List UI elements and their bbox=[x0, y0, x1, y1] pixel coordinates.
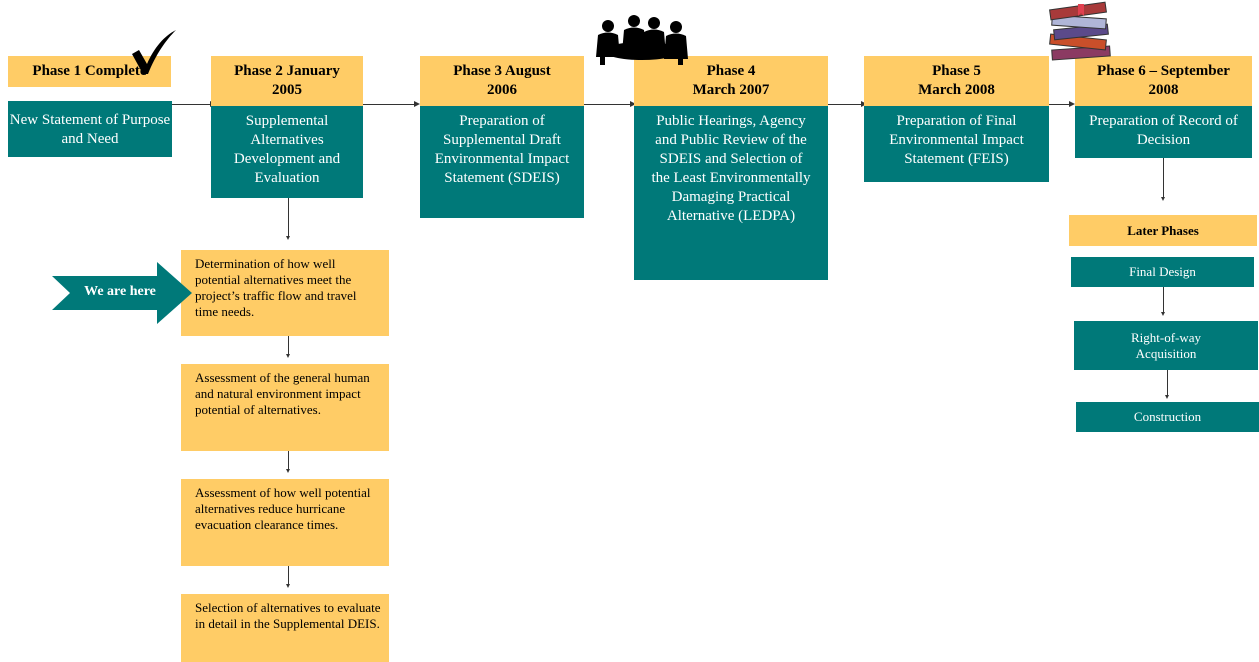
phase-6-title: Phase 6 – September 2008 bbox=[1097, 63, 1230, 98]
phase-5-title: Phase 5 March 2008 bbox=[918, 63, 995, 98]
connector-arrow bbox=[286, 584, 290, 588]
we-are-here-arrow bbox=[52, 262, 192, 324]
later-phase-text: Final Design bbox=[1129, 264, 1196, 279]
later-phases-title: Later Phases bbox=[1127, 223, 1199, 238]
phase-1-title: Phase 1 Complete bbox=[32, 63, 147, 79]
connector-arrow bbox=[630, 101, 636, 107]
connector-arrow bbox=[286, 354, 290, 358]
connector bbox=[288, 566, 289, 586]
connector-arrow bbox=[286, 236, 290, 240]
phase-4-title: Phase 4 March 2007 bbox=[692, 63, 770, 98]
phase-5-header: Phase 5 March 2008 bbox=[864, 56, 1049, 106]
connector-arrow bbox=[1069, 101, 1075, 107]
connector bbox=[288, 198, 289, 238]
phase-2-step-2: Assessment of the general human and natu… bbox=[181, 364, 389, 451]
later-phase-right-of-way: Right-of-way Acquisition bbox=[1074, 321, 1258, 370]
connector-arrow bbox=[1161, 312, 1165, 316]
phase-3-text: Preparation of Supplemental Draft Enviro… bbox=[434, 113, 570, 186]
phase-6-text: Preparation of Record of Decision bbox=[1089, 113, 1238, 148]
connector-arrow bbox=[286, 469, 290, 473]
phase-5-body: Preparation of Final Environmental Impac… bbox=[864, 106, 1049, 182]
phase-4-header: Phase 4 March 2007 bbox=[634, 56, 828, 106]
phase-1-text: New Statement of Purpose and Need bbox=[9, 112, 171, 147]
connector bbox=[584, 104, 633, 105]
phase-2-step-text: Assessment of how well potential alterna… bbox=[195, 485, 371, 532]
phase-2-title: Phase 2 January 2005 bbox=[234, 63, 340, 98]
phase-3-title: Phase 3 August 2006 bbox=[453, 63, 551, 98]
phase-1-body: New Statement of Purpose and Need bbox=[8, 101, 172, 157]
phase-2-body: Supplemental Alternatives Development an… bbox=[211, 106, 363, 198]
connector bbox=[288, 451, 289, 471]
phase-3-header: Phase 3 August 2006 bbox=[420, 56, 584, 106]
later-phase-text: Right-of-way Acquisition bbox=[1130, 329, 1202, 361]
phase-4-body: Public Hearings, Agency and Public Revie… bbox=[634, 106, 828, 280]
phase-2-step-1: Determination of how well potential alte… bbox=[181, 250, 389, 336]
phase-6-body: Preparation of Record of Decision bbox=[1075, 106, 1252, 158]
checkmark-icon bbox=[132, 30, 176, 74]
later-phase-construction: Construction bbox=[1076, 402, 1259, 432]
connector-arrow bbox=[1161, 197, 1165, 201]
connector-arrow bbox=[1165, 395, 1169, 399]
connector bbox=[1167, 370, 1168, 396]
phase-2-step-4: Selection of alternatives to evaluate in… bbox=[181, 594, 389, 662]
phase-2-step-text: Determination of how well potential alte… bbox=[195, 256, 357, 319]
connector bbox=[172, 104, 212, 105]
connector bbox=[1163, 287, 1164, 313]
phase-2-text: Supplemental Alternatives Development an… bbox=[233, 113, 341, 186]
we-are-here-text: We are here bbox=[84, 284, 156, 299]
phase-2-step-3: Assessment of how well potential alterna… bbox=[181, 479, 389, 566]
phase-5-text: Preparation of Final Environmental Impac… bbox=[889, 113, 1024, 167]
meeting-people-icon bbox=[596, 15, 688, 65]
phase-6-header: Phase 6 – September 2008 bbox=[1075, 56, 1252, 106]
connector bbox=[1049, 104, 1072, 105]
later-phase-text: Construction bbox=[1133, 409, 1202, 424]
connector-arrow bbox=[414, 101, 420, 107]
we-are-here-label: We are here bbox=[66, 282, 174, 302]
phase-3-body: Preparation of Supplemental Draft Enviro… bbox=[420, 106, 584, 218]
phase-2-step-text: Assessment of the general human and natu… bbox=[195, 370, 370, 417]
phase-2-header: Phase 2 January 2005 bbox=[211, 56, 363, 106]
phase-4-text: Public Hearings, Agency and Public Revie… bbox=[651, 113, 811, 224]
later-phases-header: Later Phases bbox=[1069, 215, 1257, 246]
connector bbox=[288, 336, 289, 356]
connector bbox=[363, 104, 418, 105]
phase-2-step-text: Selection of alternatives to evaluate in… bbox=[195, 600, 381, 631]
connector bbox=[1163, 158, 1164, 198]
connector bbox=[828, 104, 864, 105]
later-phase-final-design: Final Design bbox=[1071, 257, 1254, 287]
books-icon bbox=[1049, 1, 1111, 61]
